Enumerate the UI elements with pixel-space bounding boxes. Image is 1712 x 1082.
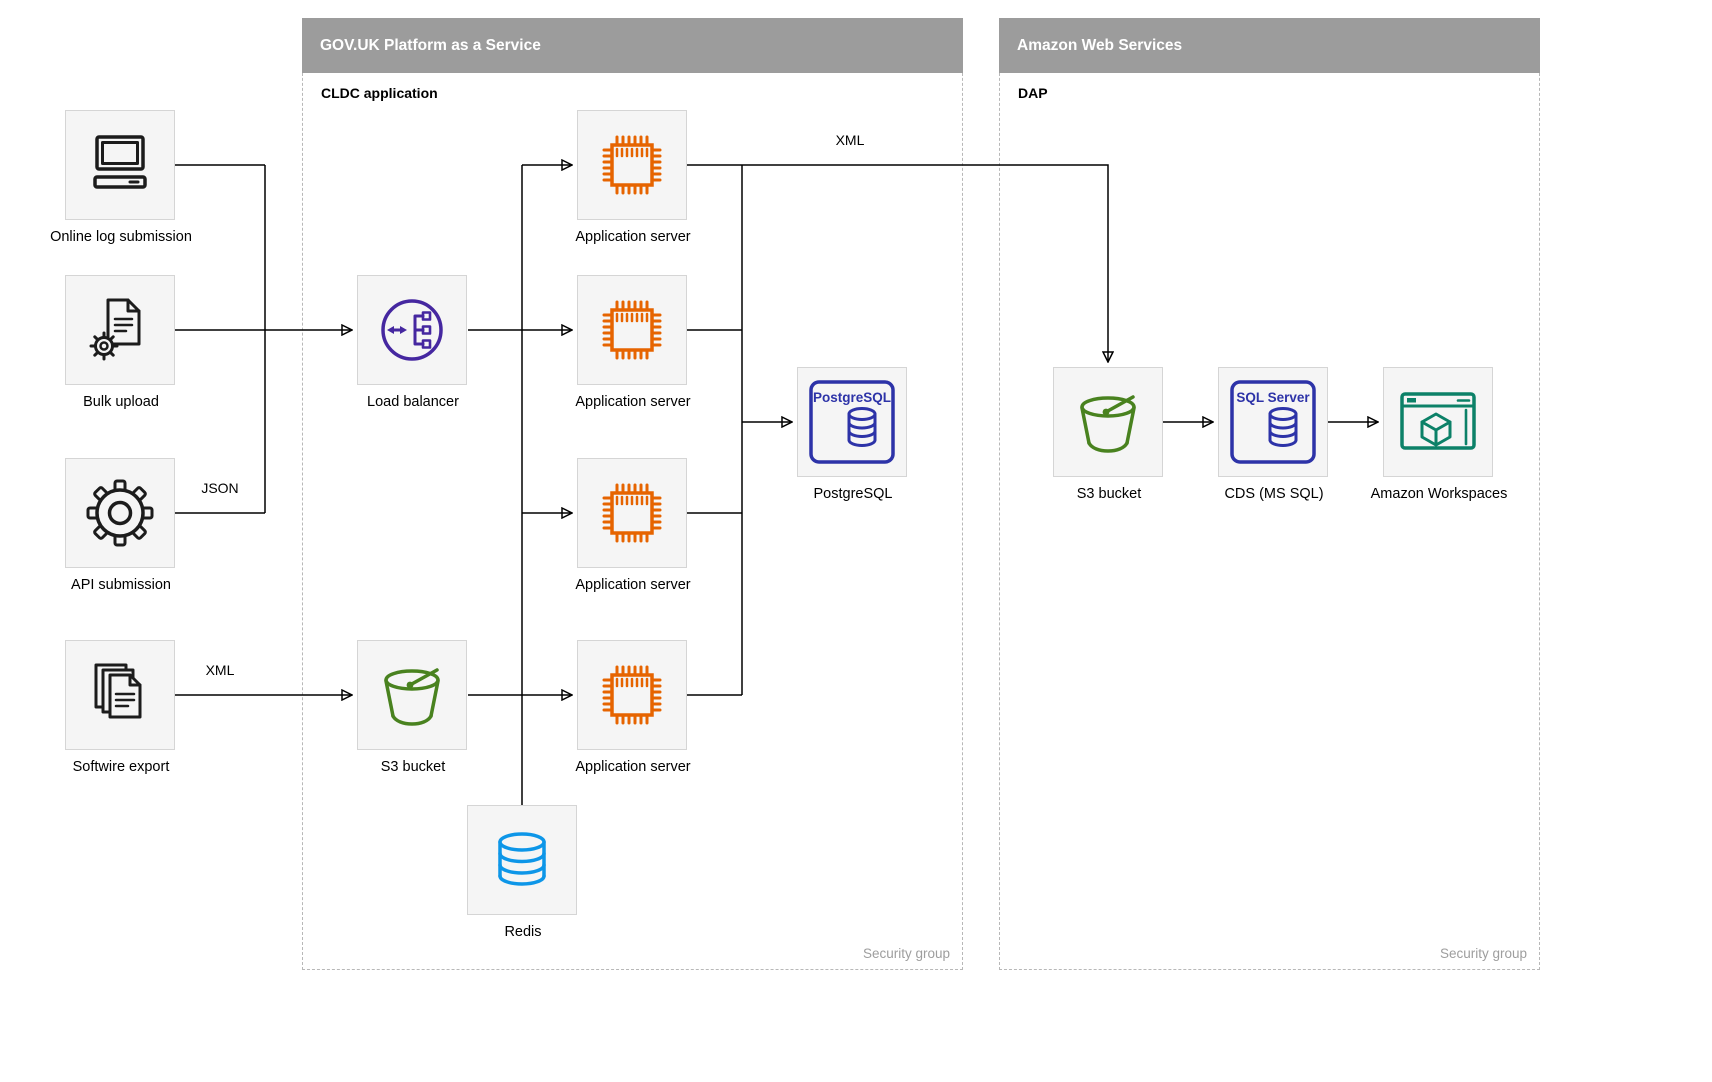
node-softwire-export: Softwire export bbox=[65, 640, 175, 775]
group-govuk-paas: GOV.UK Platform as a Service CLDC applic… bbox=[302, 18, 963, 970]
postgresql-icon: PostgreSQL bbox=[809, 380, 895, 464]
node-label: Application server bbox=[575, 759, 691, 775]
node-label: Application server bbox=[575, 577, 691, 593]
node-load-balancer: Load balancer bbox=[357, 275, 467, 410]
sql-server-icon: SQL Server bbox=[1230, 380, 1316, 464]
node-label: CDS (MS SQL) bbox=[1224, 486, 1324, 502]
edge-label-xml-softwire: XML bbox=[205, 662, 235, 678]
node-s3-bucket-aws: S3 bucket bbox=[1053, 367, 1163, 502]
computer-icon bbox=[93, 135, 147, 189]
edge-label-xml-dap: XML bbox=[835, 132, 865, 148]
node-redis: Redis bbox=[467, 805, 577, 940]
node-label: Application server bbox=[575, 229, 691, 245]
node-s3-bucket-govuk: S3 bucket bbox=[357, 640, 467, 775]
node-api-submission: API submission bbox=[65, 458, 175, 593]
group-aws-title: Amazon Web Services bbox=[1017, 36, 1183, 54]
s3-bucket-icon bbox=[1080, 395, 1136, 453]
postgresql-icon-text: PostgreSQL bbox=[813, 390, 891, 405]
node-amazon-workspaces: Amazon Workspaces bbox=[1371, 367, 1507, 502]
chip-icon bbox=[602, 300, 662, 360]
chip-icon bbox=[602, 483, 662, 543]
group-aws: Amazon Web Services DAP Security group bbox=[999, 18, 1540, 970]
document-gear-icon bbox=[89, 298, 141, 361]
node-application-server-4: Application server bbox=[575, 640, 691, 775]
chip-icon bbox=[602, 135, 662, 195]
node-cds-mssql: SQL Server CDS (MS SQL) bbox=[1218, 367, 1328, 502]
chip-icon bbox=[602, 665, 662, 725]
group-aws-header: Amazon Web Services bbox=[999, 18, 1540, 73]
workspaces-icon bbox=[1400, 392, 1476, 450]
edge-label-json: JSON bbox=[201, 480, 239, 496]
node-label: S3 bucket bbox=[380, 759, 446, 775]
database-cylinder-icon bbox=[498, 832, 546, 886]
s3-bucket-icon bbox=[384, 668, 440, 726]
node-label: PostgreSQL bbox=[813, 486, 893, 502]
group-govuk-header: GOV.UK Platform as a Service bbox=[302, 18, 963, 73]
node-label: Bulk upload bbox=[83, 394, 159, 410]
documents-stack-icon bbox=[94, 663, 142, 719]
node-application-server-3: Application server bbox=[575, 458, 691, 593]
group-aws-security-label: Security group bbox=[1439, 946, 1527, 961]
sql-server-icon-text: SQL Server bbox=[1236, 390, 1310, 405]
node-label: Softwire export bbox=[72, 759, 170, 775]
load-balancer-icon bbox=[381, 299, 443, 361]
node-label: Application server bbox=[575, 394, 691, 410]
node-application-server-1: Application server bbox=[575, 110, 691, 245]
node-label: Load balancer bbox=[367, 394, 459, 410]
gear-icon bbox=[86, 479, 154, 547]
group-govuk-sublabel: CLDC application bbox=[321, 85, 438, 101]
group-govuk-security-label: Security group bbox=[862, 946, 950, 961]
node-application-server-2: Application server bbox=[575, 275, 691, 410]
node-label: API submission bbox=[71, 577, 171, 593]
node-label: Online log submission bbox=[50, 229, 192, 245]
group-aws-sublabel: DAP bbox=[1018, 85, 1048, 101]
node-postgresql: PostgreSQL PostgreSQL bbox=[797, 367, 907, 502]
node-label: Redis bbox=[504, 924, 542, 940]
node-label: S3 bucket bbox=[1076, 486, 1142, 502]
group-govuk-title: GOV.UK Platform as a Service bbox=[320, 36, 541, 54]
node-bulk-upload: Bulk upload bbox=[65, 275, 175, 410]
node-online-log-submission: Online log submission bbox=[50, 110, 192, 245]
node-label: Amazon Workspaces bbox=[1370, 486, 1508, 502]
